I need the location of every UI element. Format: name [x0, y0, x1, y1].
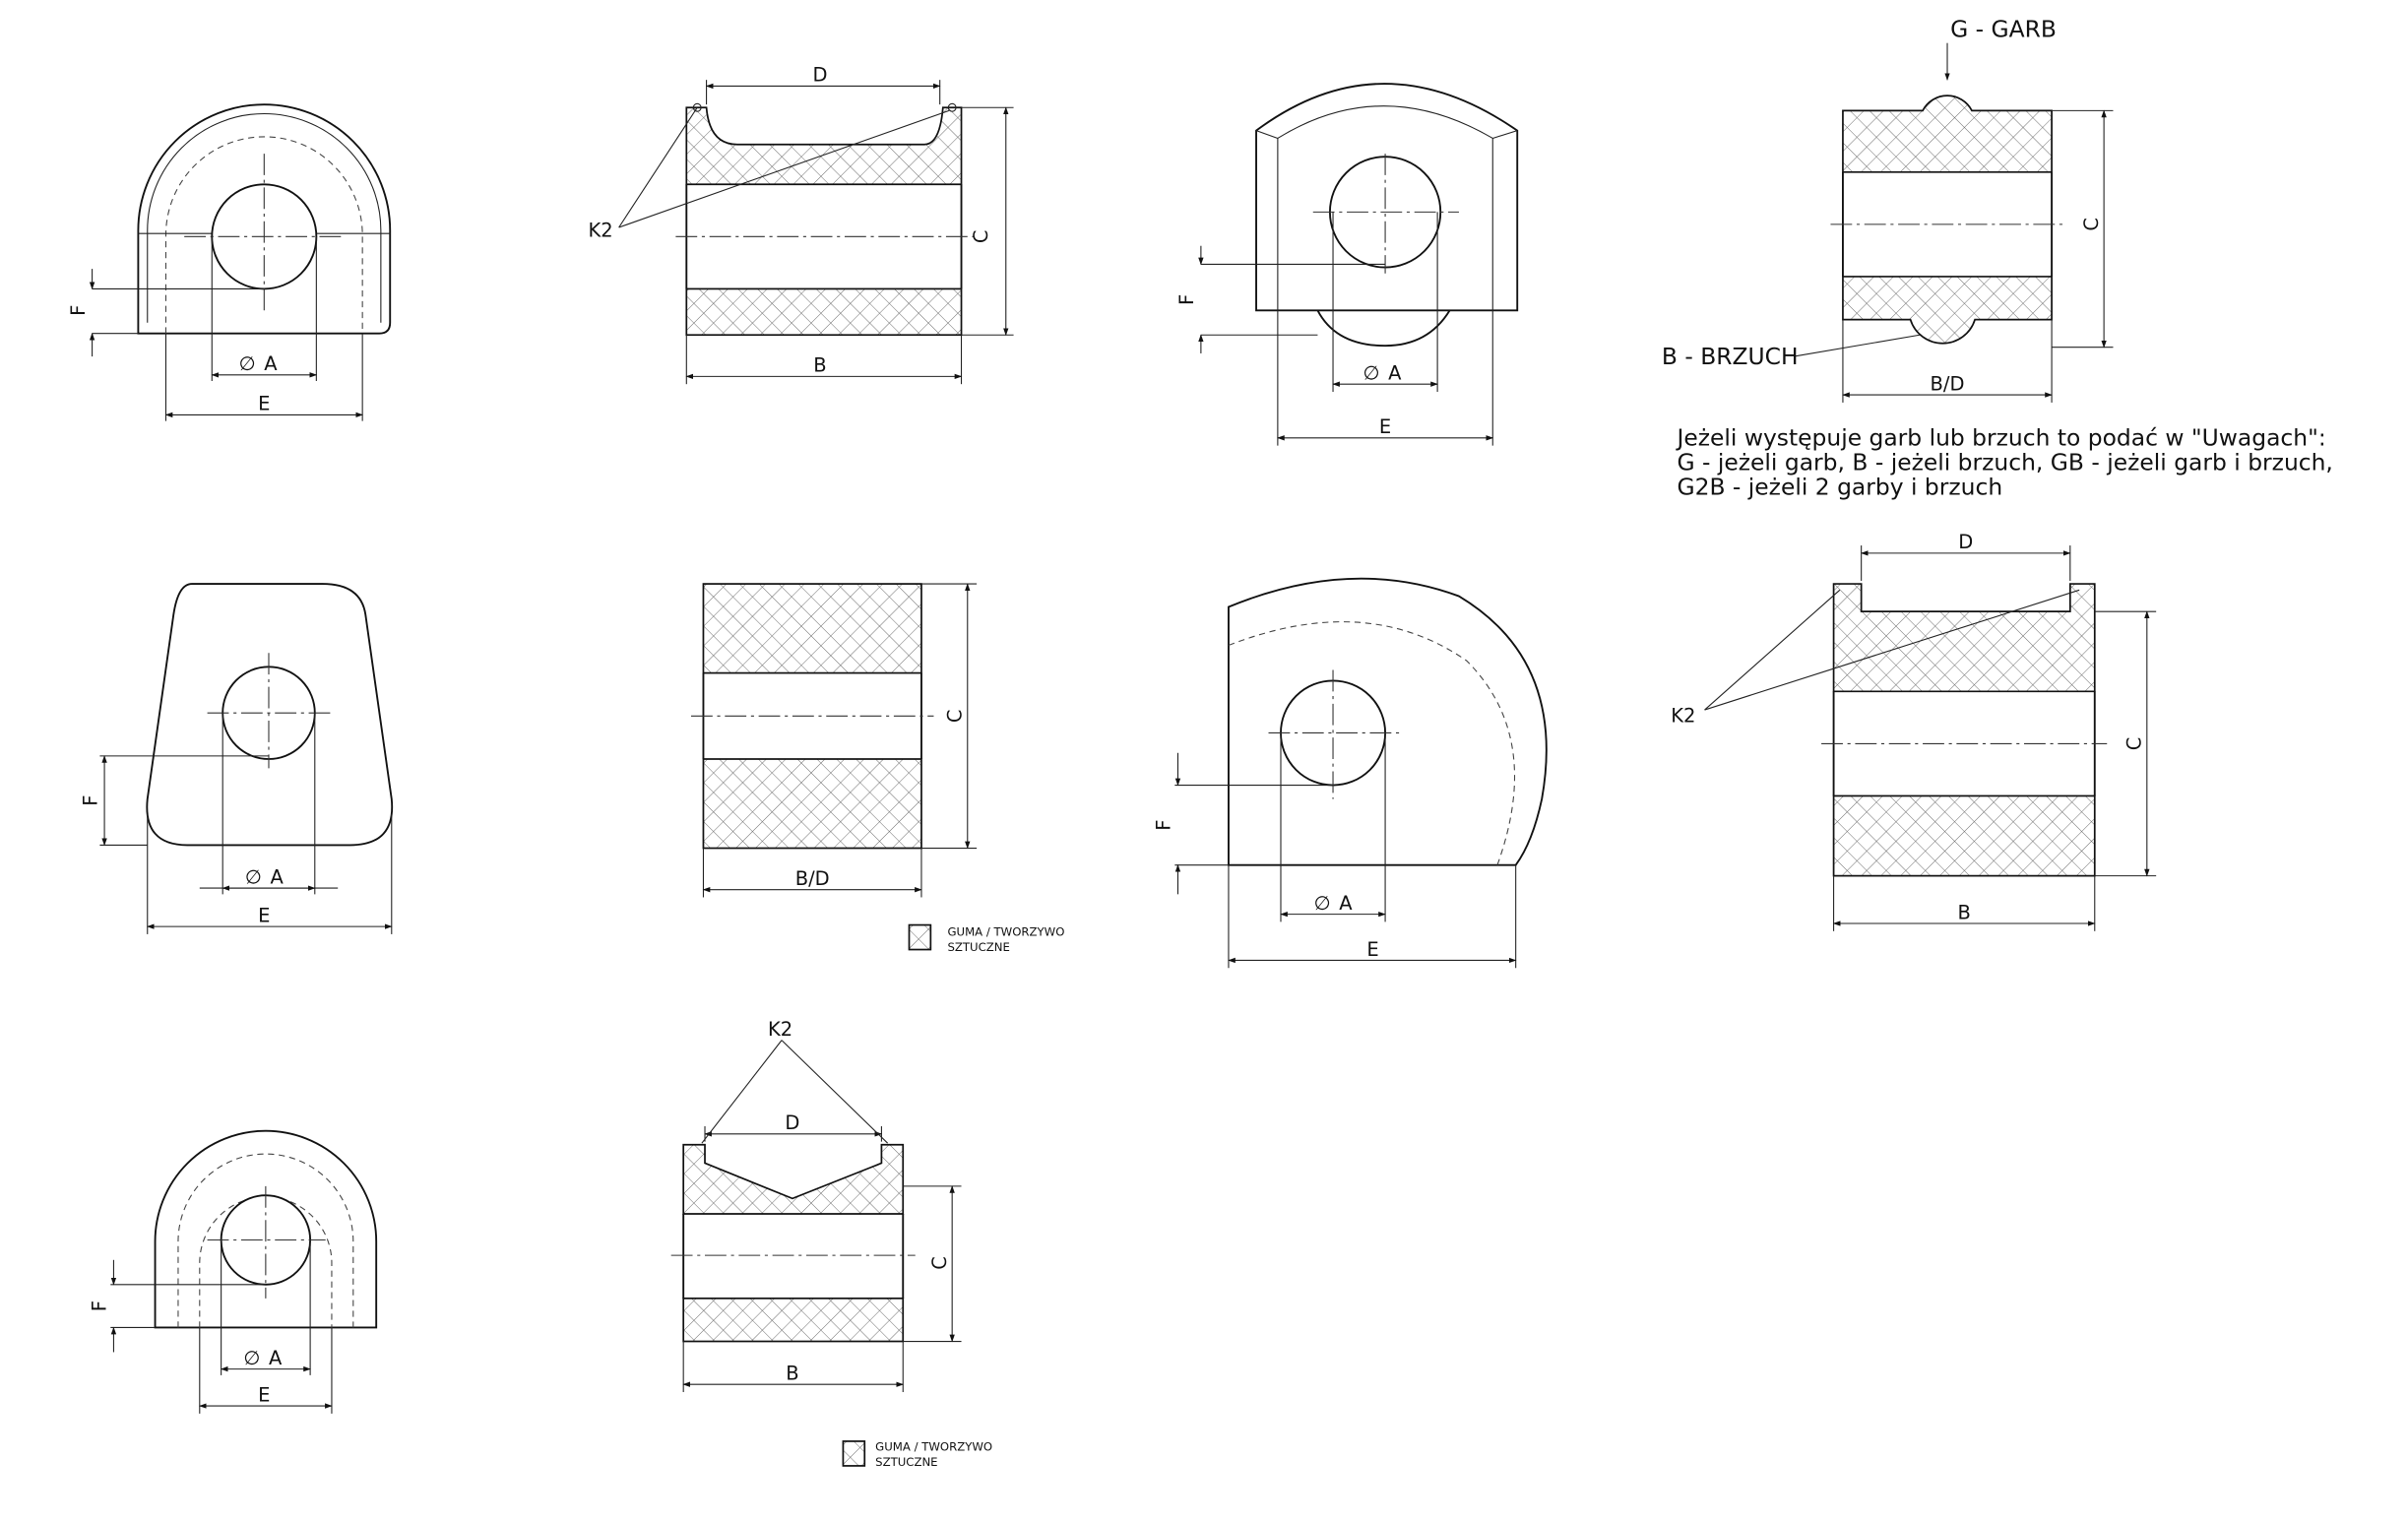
- brzuch-label: B - BRZUCH: [1662, 343, 1799, 370]
- legend-line-1: GUMA / TWORZYWO: [875, 1439, 992, 1453]
- dim-d-label: D: [813, 64, 828, 87]
- dim-b-label: B: [1957, 901, 1970, 923]
- legend-line-2: SZTUCZNE: [875, 1455, 937, 1469]
- diameter-icon: ∅: [1314, 892, 1331, 915]
- diameter-icon: ∅: [1363, 361, 1380, 384]
- dim-bd-label: B/D: [1931, 372, 1965, 395]
- dim-b-label: B: [786, 1363, 798, 1385]
- dim-e-label: E: [258, 393, 270, 415]
- dim-e-label: E: [1366, 938, 1378, 961]
- view-6-rect-section: C B/D: [690, 583, 978, 898]
- k2-label-view10: K2: [768, 1018, 792, 1041]
- note-block: Jeżeli występuje garb lub brzuch to poda…: [1675, 424, 2332, 501]
- dim-a-label: A: [271, 865, 285, 888]
- legend-line-1: GUMA / TWORZYWO: [947, 924, 1064, 938]
- k2-label-view2: K2: [588, 219, 612, 241]
- dim-e-label: E: [258, 1383, 270, 1406]
- dim-f-label: F: [1153, 820, 1175, 831]
- view-2-section-with-d-k2: D K2 C B: [588, 64, 1014, 385]
- crosshatch-swatch-icon: [908, 923, 932, 951]
- view-10-v-groove-section: D K2 C B: [670, 1018, 962, 1393]
- dim-c-label: C: [2080, 218, 2103, 231]
- dim-e-label: E: [258, 904, 270, 926]
- k2-label-view8: K2: [1671, 705, 1695, 728]
- view-8-section-with-d-k2: D K2 C B: [1671, 531, 2157, 931]
- dim-a-label: A: [1339, 892, 1353, 915]
- diameter-icon: ∅: [239, 352, 256, 375]
- view-9-small-u-bushing: F ∅ A E: [89, 1129, 378, 1414]
- crosshatch-swatch-icon: [842, 1440, 866, 1467]
- view-1-u-bushing-front: F ∅ A E: [67, 103, 392, 421]
- legend-material-1: GUMA / TWORZYWO SZTUCZNE: [908, 923, 1064, 954]
- note-line-3: G2B - jeżeli 2 garby i brzuch: [1677, 474, 2002, 501]
- dim-c-label: C: [944, 709, 967, 723]
- dim-f-label: F: [89, 1301, 111, 1311]
- dim-f-label: F: [1175, 294, 1198, 305]
- note-line-1: Jeżeli występuje garb lub brzuch to poda…: [1675, 424, 2325, 452]
- dim-c-label: C: [928, 1256, 951, 1270]
- garb-label: G - GARB: [1950, 15, 2057, 42]
- legend-material-2: GUMA / TWORZYWO SZTUCZNE: [842, 1439, 992, 1469]
- dim-c-label: C: [2123, 737, 2146, 751]
- dim-a-label: A: [269, 1347, 283, 1369]
- view-5-trapezoid-bushing: ∅ A F E: [79, 583, 394, 934]
- dim-b-label: B: [813, 354, 826, 377]
- view-3-arched-bushing: ∅ A F E: [1175, 83, 1519, 446]
- view-7-quarter-round-bushing: F ∅ A E: [1153, 577, 1548, 969]
- dim-f-label: F: [79, 795, 101, 806]
- dim-a-label: A: [1388, 361, 1402, 384]
- dim-f-label: F: [67, 305, 90, 316]
- dim-c-label: C: [970, 230, 992, 244]
- dim-d-label: D: [1958, 531, 1973, 553]
- note-line-2: G - jeżeli garb, B - jeżeli brzuch, GB -…: [1677, 449, 2332, 476]
- dim-d-label: D: [785, 1111, 799, 1134]
- view-4-garb-brzuch: G - GARB B - BRZUCH C B/D: [1662, 15, 2114, 403]
- legend-line-2: SZTUCZNE: [947, 940, 1009, 954]
- dim-e-label: E: [1379, 415, 1391, 438]
- dim-bd-label: B/D: [795, 867, 830, 890]
- dim-a-label: A: [264, 352, 278, 375]
- diameter-icon: ∅: [245, 865, 262, 888]
- diameter-icon: ∅: [243, 1347, 260, 1369]
